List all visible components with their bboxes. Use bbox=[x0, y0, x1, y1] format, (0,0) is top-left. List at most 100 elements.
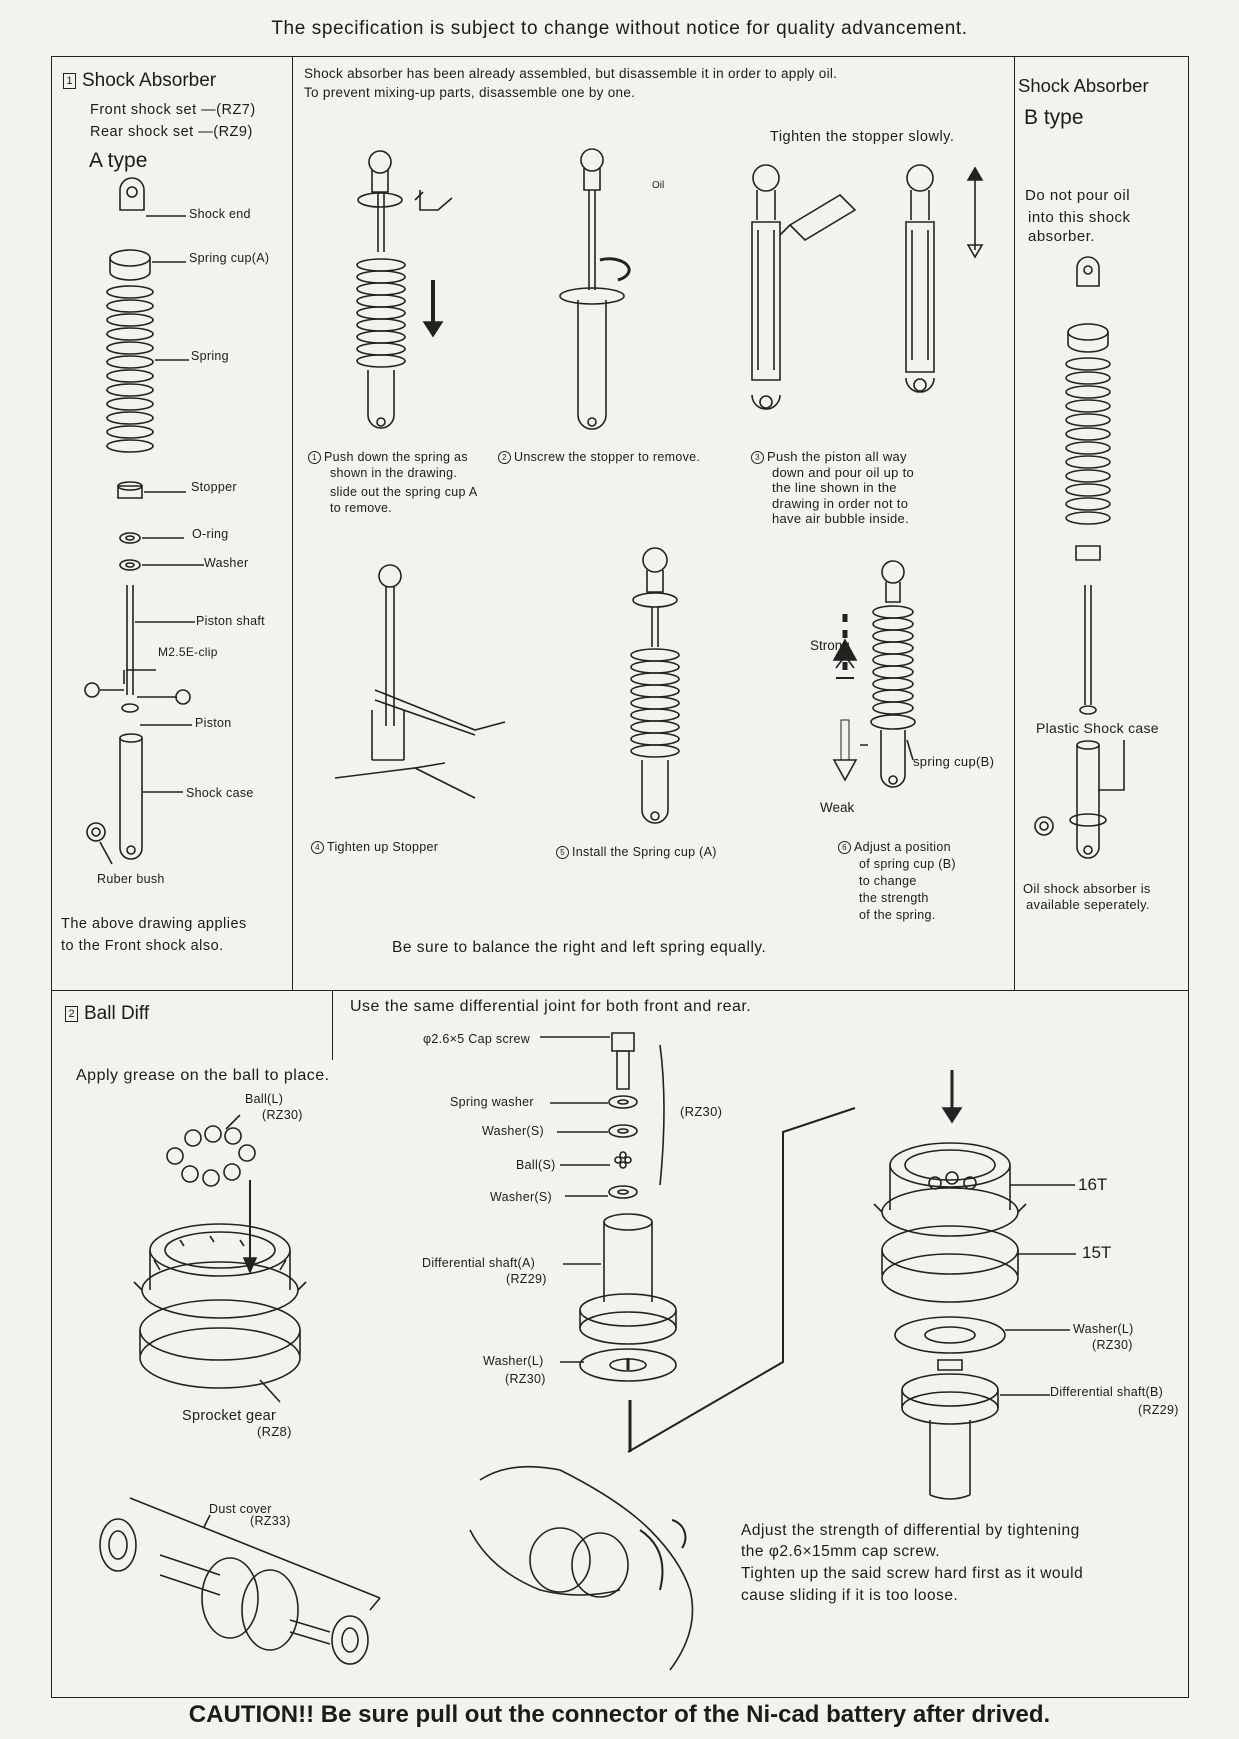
shock-b-exploded-drawing bbox=[0, 0, 1200, 900]
label-shock-end: Shock end bbox=[189, 207, 251, 221]
front-shock-note-2: to the Front shock also. bbox=[61, 938, 224, 954]
step-3-text-1: Push the piston all way bbox=[767, 449, 907, 464]
step-2-badge: 2 bbox=[498, 451, 511, 464]
spring-cup-b-label: spring cup(B) bbox=[913, 754, 995, 769]
shock-title-text: Shock Absorber bbox=[82, 70, 217, 91]
washer-l-code-1: (RZ30) bbox=[505, 1372, 546, 1386]
label-piston: Piston bbox=[195, 716, 232, 730]
step-1-text-1: Push down the spring as bbox=[324, 450, 468, 464]
diff-title-text: Ball Diff bbox=[84, 1003, 150, 1024]
assembly-intro-1: Shock absorber has been already assemble… bbox=[304, 66, 838, 81]
b-type-warning-2: into this shock bbox=[1028, 209, 1131, 226]
step-4-badge: 4 bbox=[311, 841, 324, 854]
ball-diff-drawing bbox=[0, 0, 1200, 1700]
step-6-line-4: the strength bbox=[859, 891, 929, 905]
divider-shock-right bbox=[1014, 56, 1015, 991]
oil-shock-note-2: available seperately. bbox=[1026, 897, 1150, 912]
step-3-line-3: the line shown in the bbox=[772, 480, 897, 495]
page-notice: The specification is subject to change w… bbox=[271, 18, 968, 39]
diff-section-badge: 2 bbox=[65, 1006, 78, 1022]
dust-cover-code: (RZ33) bbox=[250, 1514, 291, 1528]
gear-15t-label: 15T bbox=[1082, 1243, 1112, 1262]
label-e-clip: M2.5E-clip bbox=[158, 645, 218, 659]
step-6-line-3: to change bbox=[859, 874, 917, 888]
step-6-badge: 6 bbox=[838, 841, 851, 854]
step-6-line-2: of spring cup (B) bbox=[859, 857, 956, 871]
label-washer: Washer bbox=[204, 556, 249, 570]
adjust-note-4: cause sliding if it is too loose. bbox=[741, 1587, 959, 1604]
b-type-subtitle: B type bbox=[1024, 106, 1084, 129]
assembly-intro-2: To prevent mixing-up parts, disassemble … bbox=[304, 85, 636, 100]
adjust-note-3: Tighten up the said screw hard first as … bbox=[741, 1565, 1084, 1582]
step-3-line-4: drawing in order not to bbox=[772, 496, 909, 511]
label-o-ring: O-ring bbox=[192, 527, 229, 541]
divider-shock-left bbox=[292, 56, 293, 991]
adjust-note-1: Adjust the strength of differential by t… bbox=[741, 1522, 1080, 1539]
step-5-badge: 5 bbox=[556, 846, 569, 859]
plastic-shock-case-label: Plastic Shock case bbox=[1036, 720, 1159, 736]
divider-sections bbox=[51, 990, 1189, 991]
b-type-warning-3: absorber. bbox=[1028, 228, 1096, 245]
step-3-line-5: have air bubble inside. bbox=[772, 511, 909, 526]
rz30-center-code: (RZ30) bbox=[680, 1104, 723, 1119]
tighten-slowly-note: Tighten the stopper slowly. bbox=[770, 129, 955, 145]
step-1-badge: 1 bbox=[308, 451, 321, 464]
dust-cover-label: Dust cover bbox=[209, 1502, 272, 1516]
assembly-steps-drawing bbox=[0, 0, 1020, 900]
step-6-text-1: Adjust a position bbox=[854, 840, 951, 854]
diff-shaft-b-code: (RZ29) bbox=[1138, 1403, 1179, 1417]
rear-shock-set: Rear shock set —(RZ9) bbox=[90, 124, 253, 140]
ball-s-label: Ball(S) bbox=[516, 1158, 556, 1172]
ball-l-code: (RZ30) bbox=[262, 1108, 303, 1122]
divider-diff bbox=[332, 990, 333, 1060]
label-ruber-bush: Ruber bush bbox=[97, 872, 165, 886]
oil-label: Oil bbox=[652, 180, 665, 191]
front-shock-note-1: The above drawing applies bbox=[61, 916, 247, 932]
washer-l-label-2: Washer(L) bbox=[1073, 1322, 1134, 1336]
label-shock-case: Shock case bbox=[186, 786, 254, 800]
step-1-line-2: shown in the drawing. bbox=[330, 466, 458, 480]
step-3-line-2: down and pour oil up to bbox=[772, 465, 915, 480]
step-1-line-4: to remove. bbox=[330, 501, 393, 515]
diff-section-title: 2 Ball Diff bbox=[65, 1003, 149, 1025]
strong-label: Strong bbox=[810, 638, 850, 653]
step-2-text: Unscrew the stopper to remove. bbox=[514, 450, 701, 464]
main-frame bbox=[51, 56, 1189, 1698]
diff-shaft-a-label: Differential shaft(A) bbox=[422, 1256, 536, 1270]
shock-a-exploded-drawing bbox=[0, 0, 300, 900]
ball-l-label: Ball(L) bbox=[245, 1092, 284, 1106]
label-spring: Spring bbox=[191, 349, 229, 363]
caution-banner: CAUTION!! Be sure pull out the connector… bbox=[188, 1701, 1051, 1728]
step-4-text: Tighten up Stopper bbox=[327, 840, 439, 854]
gear-16t-label: 16T bbox=[1078, 1175, 1108, 1194]
step-3-badge: 3 bbox=[751, 451, 764, 464]
step-5-text: Install the Spring cup (A) bbox=[572, 845, 717, 859]
shock-section-title: 1 Shock Absorber bbox=[63, 70, 216, 92]
label-piston-shaft: Piston shaft bbox=[196, 614, 265, 628]
step-6-line-5: of the spring. bbox=[859, 908, 936, 922]
oil-shock-note-1: Oil shock absorber is bbox=[1023, 881, 1151, 896]
washer-l-code-2: (RZ30) bbox=[1092, 1338, 1133, 1352]
step-1-line-3: slide out the spring cup A bbox=[330, 485, 478, 499]
label-spring-cup-a: Spring cup(A) bbox=[189, 251, 270, 265]
same-joint-note: Use the same differential joint for both… bbox=[350, 998, 752, 1015]
apply-grease-note: Apply grease on the ball to place. bbox=[76, 1067, 330, 1084]
b-type-warning-1: Do not pour oil bbox=[1025, 187, 1131, 204]
sprocket-gear-code: (RZ8) bbox=[257, 1424, 292, 1439]
diff-shaft-b-label: Differential shaft(B) bbox=[1050, 1385, 1164, 1399]
washer-s-label-2: Washer(S) bbox=[490, 1190, 552, 1204]
label-stopper: Stopper bbox=[191, 480, 237, 494]
a-type-label: A type bbox=[89, 149, 148, 172]
balance-note: Be sure to balance the right and left sp… bbox=[392, 939, 767, 956]
washer-s-label-1: Washer(S) bbox=[482, 1124, 544, 1138]
sprocket-gear-label: Sprocket gear bbox=[182, 1408, 277, 1424]
section-number-badge: 1 bbox=[63, 73, 76, 89]
weak-label: Weak bbox=[820, 800, 855, 815]
spring-washer-label: Spring washer bbox=[450, 1095, 534, 1109]
